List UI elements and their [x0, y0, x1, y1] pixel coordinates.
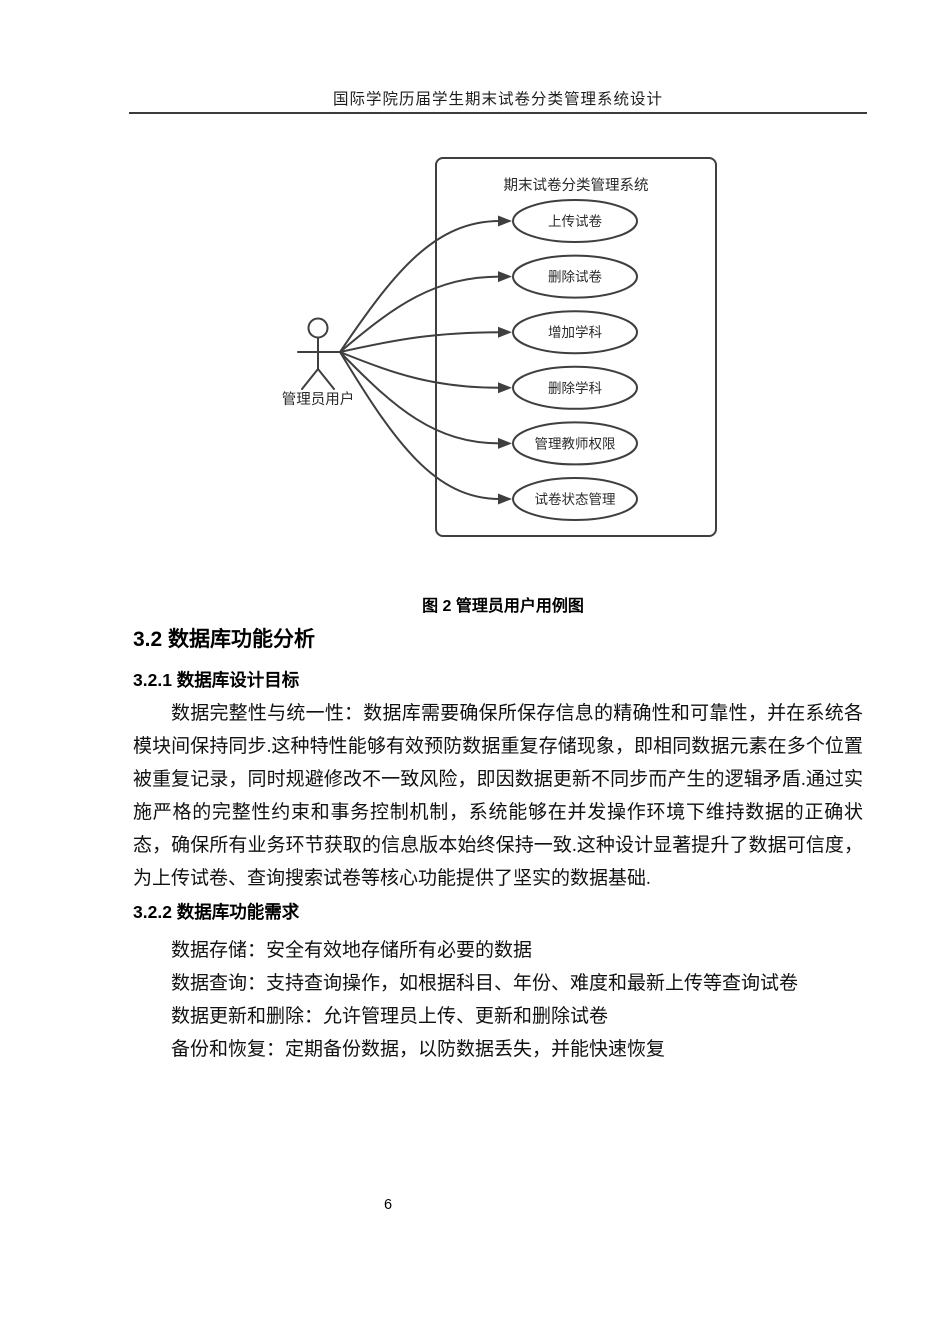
requirement-item-backup: 备份和恢复：定期备份数据，以防数据丢失，并能快速恢复	[171, 1039, 666, 1060]
use-case-oval	[512, 310, 638, 355]
arrowhead-icon	[498, 215, 512, 227]
section-heading-3-2-2: 3.2.2 数据库功能需求	[133, 902, 300, 922]
requirement-list: 数据存储：安全有效地存储所有必要的数据 数据查询：支持查询操作，如根据科目、年份…	[171, 934, 871, 1066]
requirement-item-storage: 数据存储：安全有效地存储所有必要的数据	[171, 940, 533, 961]
actor-figure	[297, 317, 341, 390]
section-heading-3-2-1: 3.2.1 数据库设计目标	[133, 670, 300, 690]
use-case-oval	[512, 254, 638, 299]
use-case-oval	[512, 365, 638, 410]
arrowhead-icon	[498, 493, 512, 505]
association-curve	[339, 351, 501, 445]
actor-head	[307, 317, 329, 339]
arrowhead-icon	[498, 326, 512, 338]
association-curve	[339, 275, 501, 353]
system-title: 期末试卷分类管理系统	[504, 177, 649, 194]
arrowhead-icon	[498, 437, 512, 449]
use-case-label: 删除试卷	[548, 270, 602, 285]
requirement-item-update-delete: 数据更新和删除：允许管理员上传、更新和删除试卷	[171, 1006, 609, 1027]
use-case-oval	[512, 477, 638, 521]
actor-leg-right	[317, 368, 335, 390]
use-case-label: 上传试卷	[548, 214, 602, 229]
use-case-label: 增加学科	[548, 325, 602, 340]
use-case-oval	[512, 421, 638, 466]
requirement-item-query: 数据查询：支持查询操作，如根据科目、年份、难度和最新上传等查询试卷	[171, 973, 799, 994]
design-goal-paragraph: 数据完整性与统一性：数据库需要确保所保存信息的精确性和可靠性，并在系统各模块间保…	[133, 703, 863, 889]
section-heading-3-2: 3.2 数据库功能分析	[133, 628, 316, 651]
association-curve	[339, 351, 501, 389]
figure-caption: 图 2 管理员用户用例图	[422, 598, 584, 615]
use-case-label: 试卷状态管理	[535, 492, 616, 507]
header-divider	[129, 112, 867, 114]
use-case-label: 管理教师权限	[535, 435, 616, 451]
association-curve	[339, 331, 501, 353]
arrowhead-icon	[498, 382, 512, 394]
arrowhead-icon	[498, 271, 512, 283]
page-header-title: 国际学院历届学生期末试卷分类管理系统设计	[332, 91, 663, 108]
use-case-label: 删除学科	[548, 381, 602, 396]
use-case-oval	[512, 199, 638, 243]
actor-label: 管理员用户	[282, 391, 355, 408]
association-curve	[339, 220, 501, 353]
use-case-diagram: 期末试卷分类管理系统 管理员用户 上传试卷删除试卷增加学科删除学科管理教师权限试…	[282, 157, 717, 537]
actor-leg-left	[301, 368, 319, 390]
association-curve	[339, 351, 501, 500]
association-links	[339, 215, 512, 505]
page-number: 6	[383, 1197, 393, 1213]
